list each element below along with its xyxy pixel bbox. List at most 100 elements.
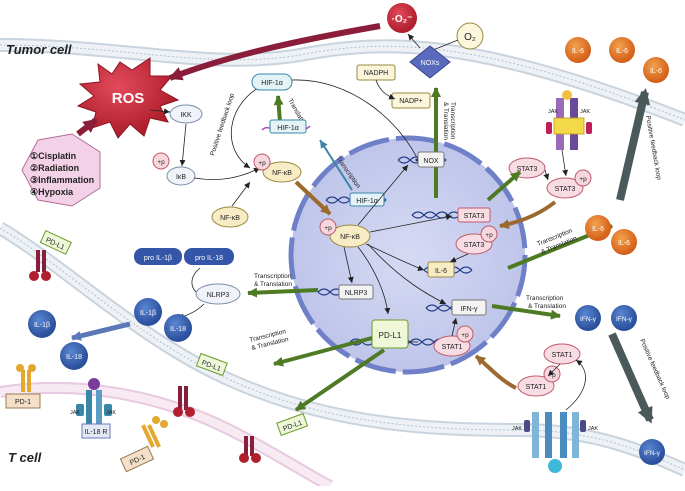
pd1-right-box xyxy=(119,445,155,473)
stat3-tt-arrow xyxy=(486,170,522,202)
jak-2 xyxy=(586,122,592,134)
ifng-receptor xyxy=(524,412,586,473)
nox-tt-label-1: Transcription xyxy=(449,102,456,140)
receptor-to-stat1-arrow xyxy=(565,359,586,411)
stressor-3: ③Inflammation xyxy=(30,175,94,185)
gene-nlrp3-label: NLRP3 xyxy=(345,290,368,297)
tumor-cell-membrane xyxy=(0,38,685,127)
gene-stat3 xyxy=(457,207,491,223)
ikk-to-ikb-arrow xyxy=(179,123,187,167)
il6-ball-4: IL-6 xyxy=(592,226,604,233)
il1b-ext-ball xyxy=(28,310,56,338)
gene-nox-label: NOX xyxy=(423,158,439,165)
pdl1-membrane-protein xyxy=(29,250,51,281)
il18-cyto-label: IL-18 xyxy=(170,326,186,333)
ifng-ball-1: IFN-γ xyxy=(580,316,597,323)
nfkb-import-arrow xyxy=(294,180,332,216)
nfkb-nuclear-label: NF-κB xyxy=(340,234,360,241)
superoxide-label: ·O₂⁻ xyxy=(392,14,413,25)
stressor-1: ①Cisplatin xyxy=(30,151,76,161)
nox-to-superoxide-arrow xyxy=(407,33,421,49)
stat3-cyto-phospho xyxy=(574,169,592,187)
stat3-nuclear-phospho xyxy=(480,225,498,243)
nadp-box xyxy=(391,92,431,109)
nfkb-phospho xyxy=(253,153,271,171)
stat1-cyto-label: STAT1 xyxy=(552,352,573,359)
pdl1-cyto-box xyxy=(195,352,228,377)
ifng-tt-arrow xyxy=(491,304,561,320)
il6-cytokines: IL-6 IL-6 IL-6 IL-6 IL-6 xyxy=(565,37,669,255)
pd1-left-box xyxy=(5,393,41,409)
jak-label-5: JAK xyxy=(70,410,80,416)
nox-tt-label-2: & Translation xyxy=(442,102,449,140)
gene-hif1a-label: HIF-1α xyxy=(356,198,378,205)
ifng-feedback-label: Positive feedback loop xyxy=(638,338,671,401)
hif1a-protein-label: HIF-1α xyxy=(261,80,283,87)
t-cell-label: T cell xyxy=(8,450,42,465)
ros-label: ROS xyxy=(112,90,145,107)
pdl1-lower-protein xyxy=(239,436,261,463)
o2-label: O₂ xyxy=(464,32,476,43)
nfkb-nuclear-phospho xyxy=(319,218,337,236)
ifng-ball-2: IFN-γ xyxy=(616,316,633,323)
stat3-to-il6-arrow xyxy=(449,253,469,263)
hif1a-translation-arrow xyxy=(273,95,284,123)
pdl1-tt-arrow-2 xyxy=(294,348,386,412)
ikb-to-nfkb-arrow xyxy=(193,167,261,180)
stat3-cyto-p xyxy=(546,177,584,199)
pro-il1b xyxy=(134,248,182,265)
stat1-import-arrow xyxy=(474,354,517,390)
stressor-2: ②Radiation xyxy=(30,163,79,173)
hif1a-mrna-box xyxy=(269,119,307,134)
pdl1-nuclear-box xyxy=(371,319,409,349)
ros-to-ikk-arrow xyxy=(149,108,171,115)
stat1-nuclear-phospho-label: +p xyxy=(461,332,469,339)
stressor-box: ①Cisplatin ②Radiation ③Inflammation ④Hyp… xyxy=(21,133,101,207)
nlrp3-tt-label-1: Transcription xyxy=(254,273,292,280)
il6-receptor-ligand xyxy=(562,90,572,100)
nadp-label: NADP+ xyxy=(399,98,423,105)
gene-stat3-label: STAT3 xyxy=(464,213,485,220)
il18r-label: IL-18 R xyxy=(85,429,108,436)
stressor-4: ④Hypoxia xyxy=(30,187,74,197)
pd1-receptor-left xyxy=(16,364,36,392)
il6-receptor-jak-band xyxy=(553,117,585,135)
pd1-receptor-right xyxy=(141,416,168,448)
pro-il18 xyxy=(184,248,234,265)
jak-label-4: JAK xyxy=(588,426,598,432)
nfkb-phospho-label: +p xyxy=(258,160,266,167)
nfkb-inactive-label: NF-κB xyxy=(220,215,240,222)
ikk-label: IKK xyxy=(180,112,192,119)
stressor-to-ros-arrow xyxy=(76,117,98,137)
ikb-phospho xyxy=(152,152,170,170)
nfkb-nuclear-phospho-label: +p xyxy=(324,225,332,232)
gene-ifng xyxy=(451,299,487,316)
o2-ball xyxy=(456,22,484,50)
nfkb-target-arrows xyxy=(343,164,453,315)
superoxide-to-ros-arrow xyxy=(168,23,381,81)
nfkb-active xyxy=(262,161,302,183)
pro-to-nlrp3-line xyxy=(191,267,201,293)
stat1-phos-arrow xyxy=(547,363,561,377)
il18-ext-label: IL-18 xyxy=(66,354,82,361)
jak-label-6: JAK xyxy=(106,410,116,416)
gene-nox xyxy=(417,151,445,168)
stat1-cyto-p xyxy=(517,375,555,397)
gene-il6 xyxy=(427,261,455,278)
gene-ifng-label: IFN-γ xyxy=(460,306,478,313)
stat1-cyto-phospho-label: +p xyxy=(548,372,556,379)
stat1-nuclear-label: STAT1 xyxy=(442,344,463,351)
il6-ball-2: IL-6 xyxy=(616,48,628,55)
nfkb-nuclear xyxy=(329,224,371,248)
tcell-tumor-membrane xyxy=(0,221,685,477)
tumor-cell-label: Tumor cell xyxy=(6,42,72,57)
superoxide-ball xyxy=(387,3,417,33)
il6-feedback-label: Positive feedback loop xyxy=(644,115,662,181)
il18-cyto-ball xyxy=(164,314,192,342)
gene-hif1a xyxy=(349,192,385,207)
stat3-phos-arrow xyxy=(543,169,550,181)
jak-label-1: JAK xyxy=(548,109,558,115)
il6-ball-5: IL-6 xyxy=(618,240,630,247)
il6-feedback-arrow xyxy=(616,88,651,201)
